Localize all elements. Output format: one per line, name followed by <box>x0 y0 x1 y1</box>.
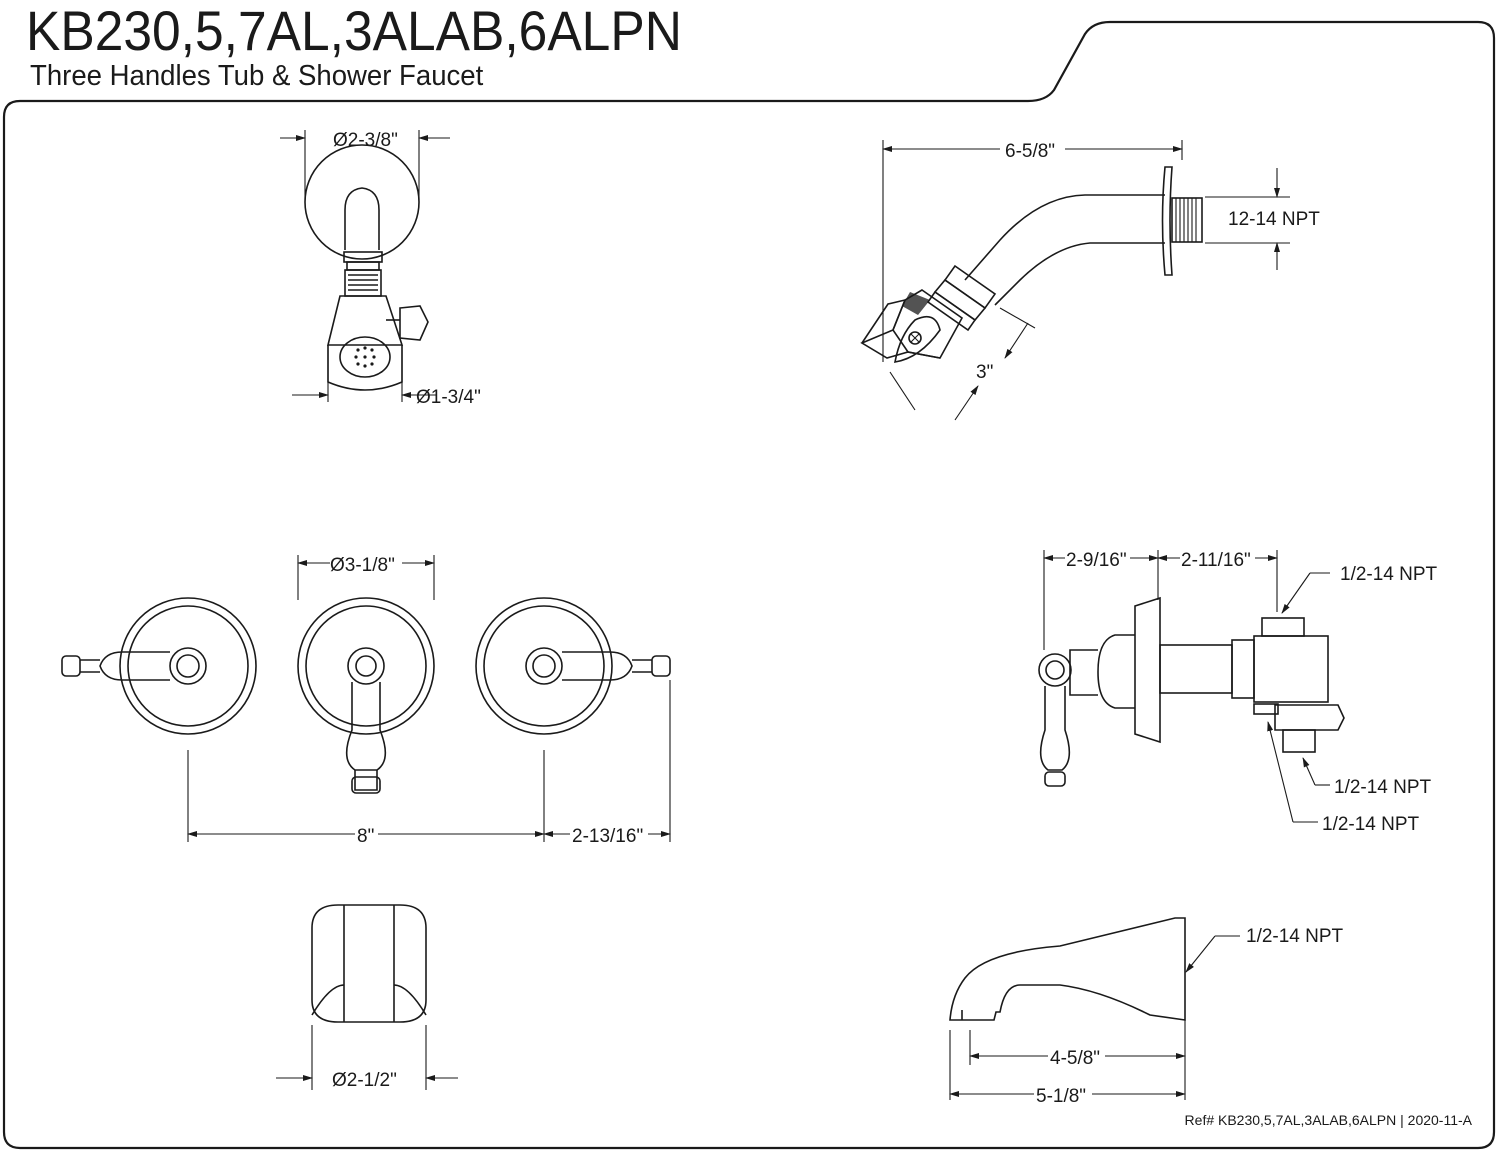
dim-handle-spacing: 8" <box>357 826 374 847</box>
dim-spout-flange: Ø2-1/2" <box>332 1070 397 1091</box>
spout-front-view <box>276 904 458 1090</box>
dim-spout-reach-a: 4-5/8" <box>1050 1048 1100 1069</box>
dim-shower-arm-thread: 12-14 NPT <box>1228 209 1320 230</box>
dim-valve-depth-a: 2-9/16" <box>1066 550 1127 571</box>
drawing-border <box>2 20 1496 1150</box>
dim-showerhead-flange: Ø2-3/8" <box>333 130 398 151</box>
shower-arm-side-view <box>860 140 1290 421</box>
dim-spout-reach-b: 5-1/8" <box>1036 1086 1086 1107</box>
dim-showerhead-length: 3" <box>976 362 993 383</box>
dim-valve-top-npt: 1/2-14 NPT <box>1340 564 1438 585</box>
spout-side-view <box>949 917 1240 1100</box>
page-subtitle: Three Handles Tub & Shower Faucet <box>30 60 484 92</box>
showerhead-front-view <box>280 130 450 402</box>
dim-handle-flange: Ø3-1/8" <box>330 555 395 576</box>
dim-spout-npt: 1/2-14 NPT <box>1246 926 1344 947</box>
dim-showerhead-face: Ø1-3/4" <box>416 387 481 408</box>
dim-handle-side: 2-13/16" <box>572 826 643 847</box>
dim-shower-arm-length: 6-5/8" <box>1005 141 1055 162</box>
reference-footer: Ref# KB230,5,7AL,3ALAB,6ALPN | 2020-11-A <box>1184 1112 1472 1128</box>
page-title: KB230,5,7AL,3ALAB,6ALPN <box>26 0 682 62</box>
dim-valve-bot-npt: 1/2-14 NPT <box>1322 814 1420 835</box>
valve-side-view <box>1038 550 1345 823</box>
dim-valve-mid-npt: 1/2-14 NPT <box>1334 777 1432 798</box>
handles-front-view <box>61 555 671 842</box>
dim-valve-depth-b: 2-11/16" <box>1181 550 1251 571</box>
